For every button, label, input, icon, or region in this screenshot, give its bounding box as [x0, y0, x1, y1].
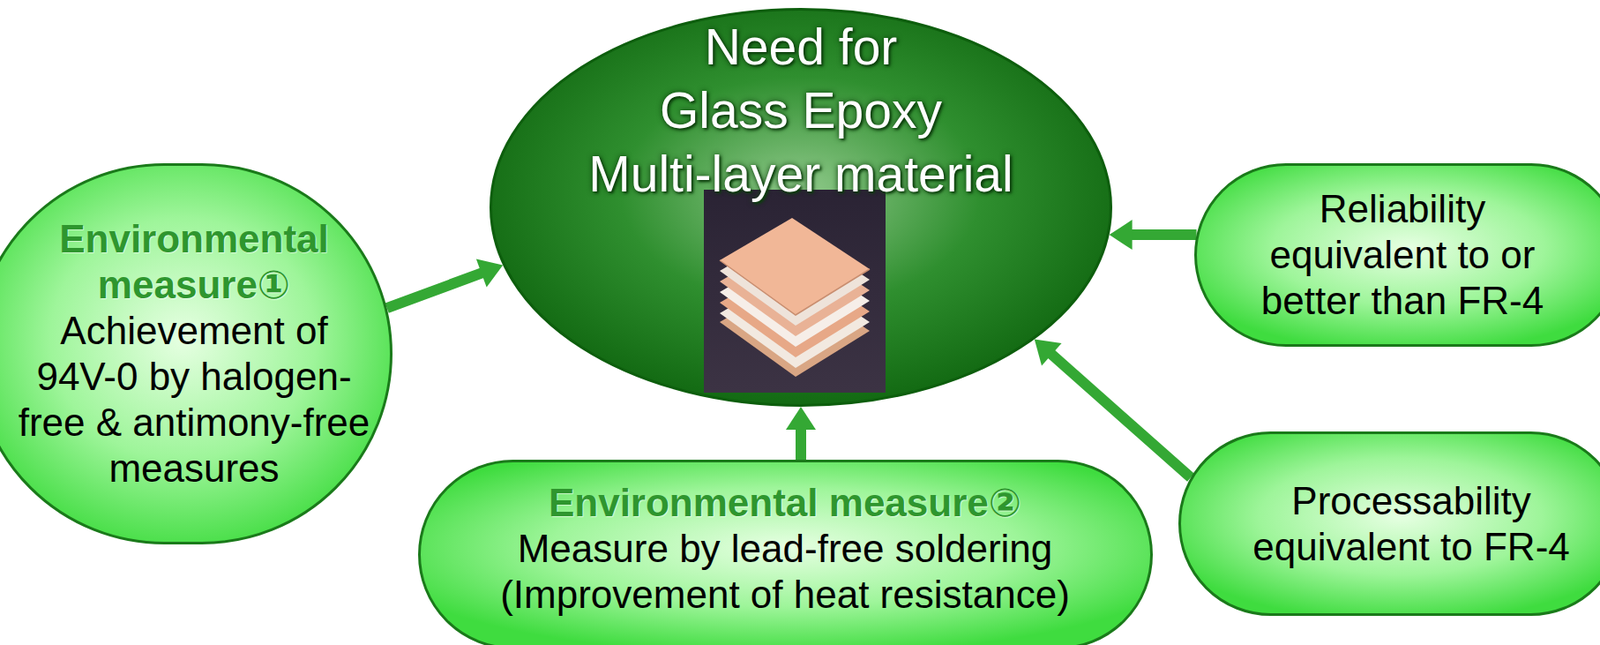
arrow-head	[1109, 219, 1133, 250]
node-text: Measure by lead-free soldering (Improvem…	[467, 525, 1103, 618]
title-wrap: Need for Glass Epoxy Multi-layer materia…	[518, 14, 1084, 206]
wrap-guide	[518, 78, 625, 143]
arrow-connector	[387, 259, 503, 309]
laminate-photo	[703, 189, 886, 393]
wrap-guide	[518, 142, 563, 206]
node-title: Need for Glass Epoxy Multi-layer materia…	[588, 18, 1013, 202]
wrap-guide	[977, 78, 1084, 143]
arrow-shaft	[1130, 229, 1197, 240]
arrow-connector	[1034, 338, 1191, 478]
node-heading: Environmental measure②	[467, 479, 1103, 526]
rounded-node: Environmental measure①Achievement of 94V…	[0, 163, 393, 545]
wrap-guide	[518, 14, 687, 79]
wrap-guide	[915, 14, 1084, 79]
node-text: Achievement of 94V-0 by halogen-free & a…	[17, 307, 371, 492]
node-text: Processability equivalent to FR-4	[1226, 478, 1597, 570]
arrow-shaft	[387, 272, 484, 308]
rounded-node: Processability equivalent to FR-4	[1178, 431, 1600, 616]
arrow-head	[1034, 338, 1062, 366]
node-text: Reliability equivalent to or better than…	[1234, 186, 1571, 324]
arrow-head	[785, 406, 816, 430]
rounded-node: Environmental measure②Measure by lead-fr…	[418, 459, 1153, 645]
node-heading: Environmental measure①	[17, 216, 371, 308]
rounded-shape	[1178, 431, 1600, 616]
arrow-head	[476, 259, 503, 288]
ellipse-node: Need for Glass Epoxy Multi-layer materia…	[489, 7, 1113, 407]
wrap-guide	[1039, 142, 1084, 206]
arrow-connector	[785, 406, 816, 460]
arrow-shaft	[795, 427, 807, 460]
arrow-connector	[1109, 219, 1197, 250]
arrow-shaft	[1050, 352, 1191, 478]
rounded-node: Reliability equivalent to or better than…	[1194, 163, 1600, 347]
